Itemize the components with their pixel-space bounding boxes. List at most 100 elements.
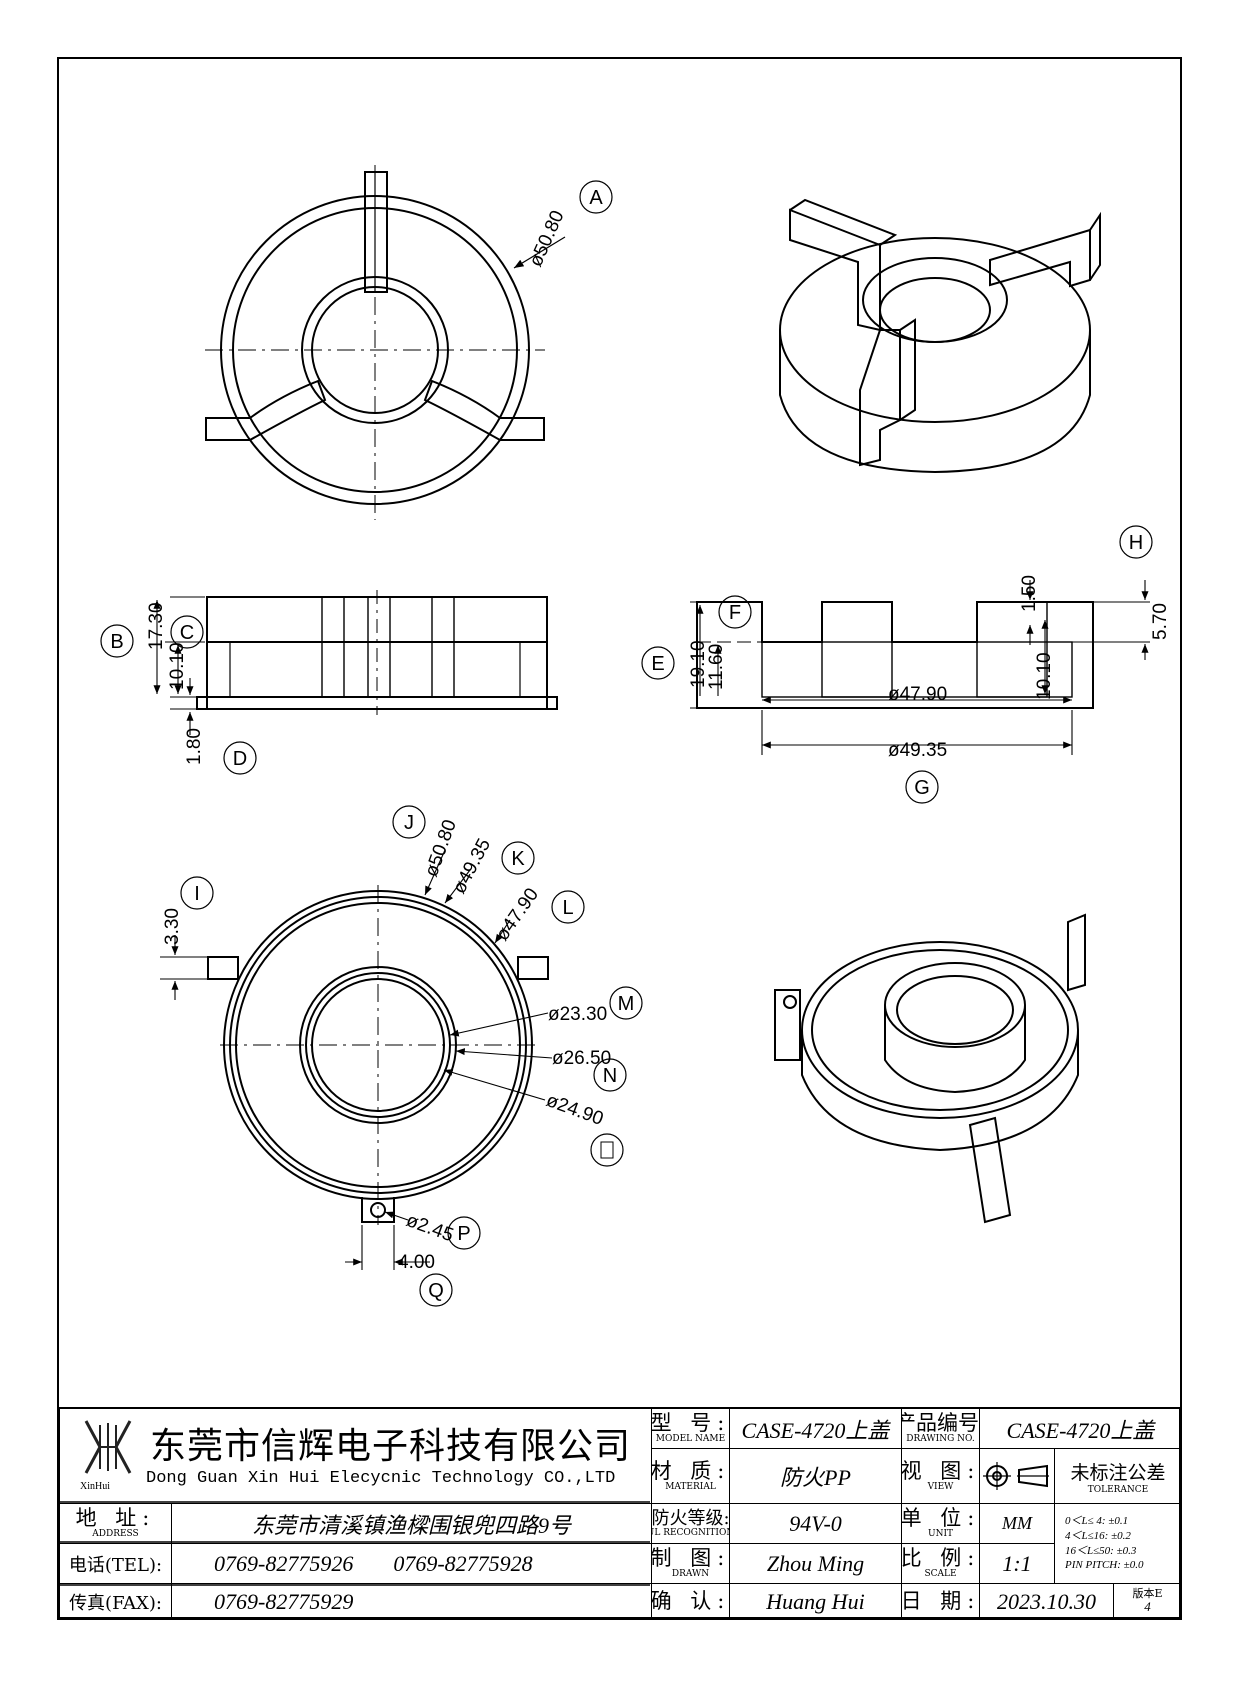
svg-text:J: J: [404, 812, 414, 834]
dim-bottom-lug: 4.00: [398, 1252, 435, 1273]
dim-bottom-dia-o: ø24.90: [543, 1090, 606, 1130]
company-name-cn: 东莞市信辉电子科技有限公司: [150, 1426, 632, 1467]
svg-text:C: C: [180, 622, 194, 644]
third-angle-projection-icon: [983, 1462, 1049, 1490]
version-value: 4: [1144, 1599, 1151, 1615]
date-label: 日 期:: [902, 1584, 980, 1619]
svg-text:H: H: [1129, 532, 1143, 554]
date-value: 2023.10.30: [980, 1584, 1114, 1619]
dim-side-inner-height: 11.60: [706, 644, 727, 690]
top-view: [205, 165, 545, 520]
address-value: 东莞市清溪镇渔樑围银兜四路9号: [172, 1504, 652, 1544]
side-view-dims: [690, 580, 1150, 755]
dim-side-total-height: 19.10: [688, 640, 709, 688]
svg-text:L: L: [562, 897, 573, 919]
fax-value: 0769-82775929: [172, 1584, 652, 1619]
svg-text:Q: Q: [428, 1280, 444, 1302]
callout-o: [590, 1133, 624, 1167]
tel-value-2: 0769-82775928: [393, 1550, 533, 1576]
dim-front-base: 1.80: [184, 728, 205, 765]
view-symbol: [980, 1449, 1055, 1504]
dim-side-slot-height: 10.10: [1034, 652, 1055, 700]
callout-n: N: [593, 1058, 627, 1092]
title-block-lines: [58, 1501, 650, 1586]
tel-values: 0769-82775926 0769-82775928: [172, 1544, 652, 1584]
callout-d: D: [223, 741, 257, 775]
svg-text:E: E: [651, 653, 664, 675]
tolerance-row: 4＜L≤16: ±0.2: [1065, 1529, 1131, 1542]
tolerance-header: 未标注公差 TOLERANCE: [1055, 1449, 1181, 1504]
callout-a: A: [579, 180, 613, 214]
view-label: 视 图:VIEW: [902, 1449, 980, 1504]
confirm-label: 确 认:: [652, 1584, 730, 1619]
dim-front-total-height: 17.30: [146, 602, 167, 650]
tolerance-row: PIN PITCH: ±0.0: [1065, 1559, 1144, 1572]
ul-label: 防火等级:UL RECOGNITION: [652, 1504, 730, 1544]
dim-side-tab-height: 5.70: [1150, 603, 1171, 640]
material-label: 材 质:MATERIAL: [652, 1449, 730, 1504]
tel-label: 电话(TEL):: [60, 1544, 172, 1584]
callout-i: I: [180, 876, 214, 910]
drawn-value: Zhou Ming: [730, 1544, 902, 1584]
tolerance-list: 0＜L≤ 4: ±0.1 4＜L≤16: ±0.2 16＜L≤50: ±0.3 …: [1055, 1504, 1181, 1584]
company-block: XinHui 东莞市信辉电子科技有限公司 Dong Guan Xin Hui E…: [60, 1409, 652, 1504]
dim-bottom-dia-n: ø26.50: [552, 1048, 611, 1069]
svg-text:B: B: [110, 631, 123, 653]
tolerance-row: 16＜L≤50: ±0.3: [1065, 1544, 1137, 1557]
dim-side-top-offset: 1.50: [1019, 575, 1040, 612]
company-logo: [78, 1417, 138, 1477]
logo-text: XinHui: [80, 1481, 110, 1492]
address-label: 地 址:ADDRESS: [60, 1504, 172, 1544]
company-name-en: Dong Guan Xin Hui Elecycnic Technology C…: [146, 1469, 616, 1488]
missing-glyph-box: [600, 1141, 614, 1159]
unit-value: MM: [980, 1504, 1055, 1544]
front-view: [196, 590, 558, 715]
callout-p: P: [447, 1216, 481, 1250]
callout-j: J: [392, 805, 426, 839]
callout-b: B: [100, 624, 134, 658]
scale-value: 1:1: [980, 1544, 1055, 1584]
callout-m: M: [609, 986, 643, 1020]
dim-side-inner-dia: ø47.90: [888, 684, 947, 705]
drawn-label: 制 图:DRAWN: [652, 1544, 730, 1584]
svg-text:M: M: [618, 993, 635, 1015]
svg-text:D: D: [233, 748, 247, 770]
callout-f: F: [718, 595, 752, 629]
callout-g: G: [905, 770, 939, 804]
svg-text:N: N: [603, 1065, 617, 1087]
svg-text:I: I: [194, 883, 200, 905]
title-block: XinHui 东莞市信辉电子科技有限公司 Dong Guan Xin Hui E…: [58, 1407, 1181, 1619]
svg-text:F: F: [729, 602, 741, 624]
xinhui-logo-icon: [84, 1420, 132, 1474]
iso-view-top: [779, 198, 1101, 474]
model-value: CASE-4720上盖: [730, 1409, 902, 1449]
unit-label: 单 位:UNIT: [902, 1504, 980, 1544]
model-label: 型 号:MODEL NAME: [652, 1409, 730, 1449]
callout-q: Q: [419, 1273, 453, 1307]
scale-label: 比 例:SCALE: [902, 1544, 980, 1584]
tolerance-row: 0＜L≤ 4: ±0.1: [1065, 1514, 1129, 1527]
svg-text:G: G: [914, 777, 930, 799]
drawing-no-label: 产品编号:DRAWING NO.: [902, 1409, 980, 1449]
bottom-view-dims: [160, 849, 553, 1270]
svg-text:A: A: [589, 187, 603, 209]
bottom-view: [207, 885, 549, 1225]
callout-k: K: [501, 841, 535, 875]
drawing-no-value: CASE-4720上盖: [980, 1409, 1181, 1449]
material-value: 防火PP: [730, 1449, 902, 1504]
dim-front-inner-height: 10.10: [167, 642, 188, 690]
iso-view-bottom: [774, 913, 1086, 1224]
dim-bottom-dia-m: ø23.30: [548, 1004, 607, 1025]
dim-side-outer-dia: ø49.35: [888, 740, 947, 761]
callout-h: H: [1119, 525, 1153, 559]
tel-value-1: 0769-82775926: [214, 1550, 354, 1576]
dim-bottom-dia-l: ø47.90: [492, 884, 543, 945]
callout-c: C: [170, 615, 204, 649]
confirm-value: Huang Hui: [730, 1584, 902, 1619]
svg-text:K: K: [511, 848, 525, 870]
sheet-border: [57, 57, 1182, 1620]
front-view-dims: [153, 596, 205, 735]
callout-e: E: [641, 646, 675, 680]
